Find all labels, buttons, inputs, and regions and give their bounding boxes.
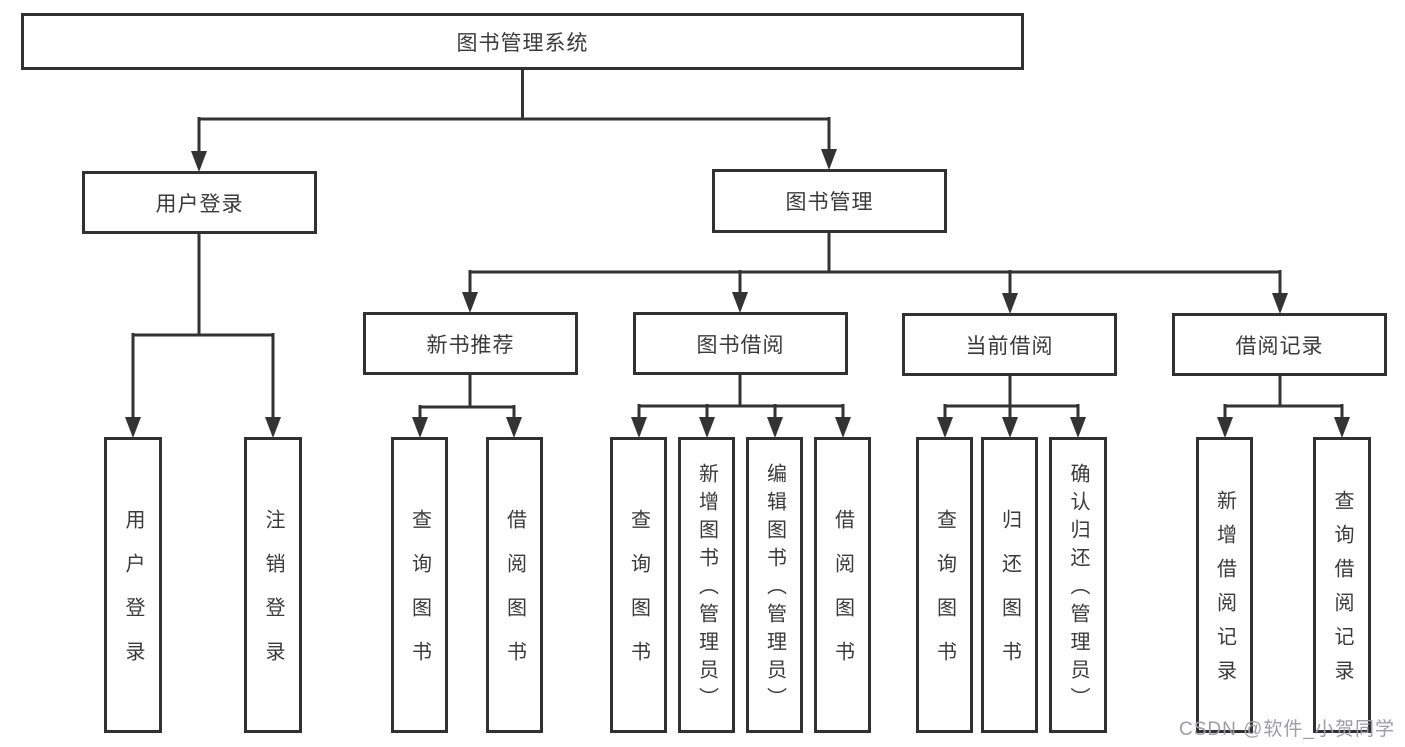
node-leaf-borrow-books-recommend-label: 借阅图书 xyxy=(503,509,526,685)
node-leaf-add-books-admin-label: 新增图书（管理员） xyxy=(695,463,718,715)
node-new-book-recommend: 新书推荐 xyxy=(363,312,578,375)
node-leaf-logout: 注销登录 xyxy=(244,437,302,733)
node-leaf-edit-books-admin-label: 编辑图书（管理员） xyxy=(763,463,786,715)
node-leaf-query-books-current-label: 查询图书 xyxy=(933,509,956,685)
node-current-borrow: 当前借阅 xyxy=(902,313,1117,376)
node-borrow-records: 借阅记录 xyxy=(1172,313,1387,376)
node-leaf-confirm-return-admin-label: 确认归还（管理员） xyxy=(1067,463,1089,715)
node-leaf-query-books-borrow-label: 查询图书 xyxy=(627,509,650,685)
node-leaf-borrow-books-label: 借阅图书 xyxy=(831,509,854,685)
node-current-borrow-label: 当前借阅 xyxy=(965,334,1054,358)
node-leaf-add-books-admin: 新增图书（管理员） xyxy=(678,437,735,733)
node-leaf-confirm-return-admin: 确认归还（管理员） xyxy=(1049,437,1107,733)
node-leaf-add-borrow-record: 新增借阅记录 xyxy=(1196,437,1253,733)
node-book-borrow-label: 图书借阅 xyxy=(696,333,785,357)
node-user-login: 用户登录 xyxy=(82,171,317,234)
connectors-group xyxy=(125,69,1350,438)
node-root-label: 图书管理系统 xyxy=(456,31,589,55)
node-leaf-return-books: 归还图书 xyxy=(981,437,1038,733)
node-leaf-return-books-label: 归还图书 xyxy=(998,509,1021,685)
node-user-login-label: 用户登录 xyxy=(155,192,244,216)
node-book-management: 图书管理 xyxy=(712,169,947,233)
node-leaf-borrow-books: 借阅图书 xyxy=(814,437,871,733)
node-new-book-recommend-label: 新书推荐 xyxy=(426,333,515,357)
node-leaf-query-books-recommend: 查询图书 xyxy=(391,437,448,733)
node-leaf-user-login: 用户登录 xyxy=(104,437,162,733)
node-leaf-query-borrow-record-label: 查询借阅记录 xyxy=(1331,490,1353,694)
node-borrow-records-label: 借阅记录 xyxy=(1235,334,1324,358)
node-leaf-add-borrow-record-label: 新增借阅记录 xyxy=(1213,490,1236,694)
node-leaf-query-books-borrow: 查询图书 xyxy=(610,437,667,733)
node-leaf-query-books-recommend-label: 查询图书 xyxy=(408,509,431,685)
node-leaf-query-books-current: 查询图书 xyxy=(916,437,973,733)
watermark: CSDN @软件_小贺同学 xyxy=(1179,719,1395,740)
node-leaf-borrow-books-recommend: 借阅图书 xyxy=(486,437,543,733)
node-root: 图书管理系统 xyxy=(21,13,1024,70)
node-book-borrow: 图书借阅 xyxy=(633,312,848,375)
node-leaf-logout-label: 注销登录 xyxy=(262,509,284,685)
node-leaf-query-borrow-record: 查询借阅记录 xyxy=(1313,437,1371,733)
node-leaf-user-login-label: 用户登录 xyxy=(122,509,144,685)
node-leaf-edit-books-admin: 编辑图书（管理员） xyxy=(746,437,803,733)
node-book-management-label: 图书管理 xyxy=(785,191,874,214)
